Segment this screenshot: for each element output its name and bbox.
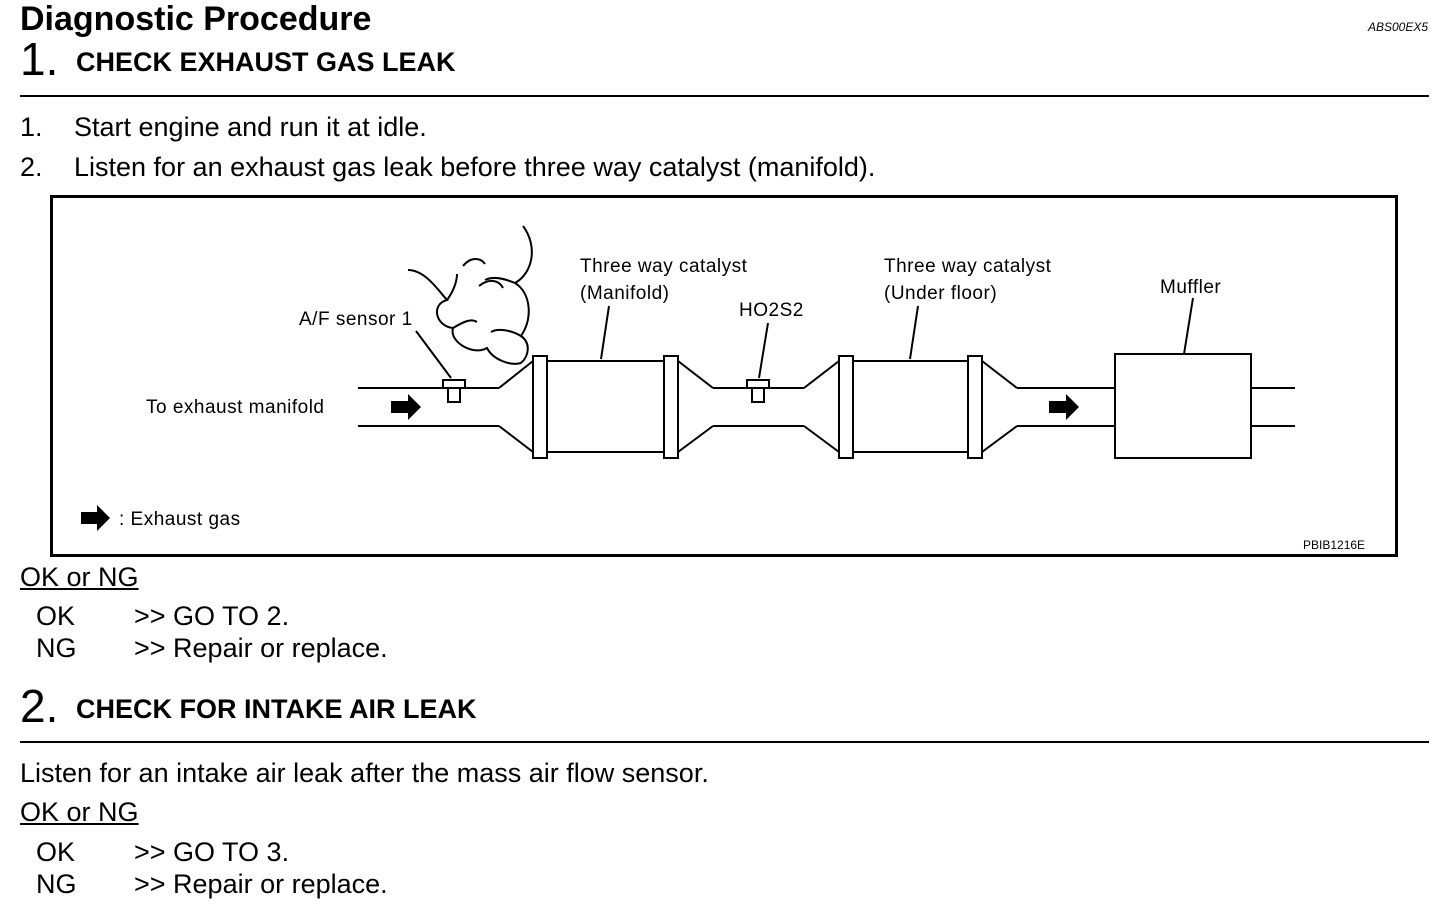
step-2-instruction: Listen for an intake air leak after the … (20, 758, 709, 788)
step-1-result-ok-value: >> GO TO 2. (134, 601, 290, 631)
figure-code: PBIB1216E (1303, 538, 1365, 552)
section-divider (20, 741, 1429, 743)
to-exhaust-manifold-label: To exhaust manifold (146, 397, 325, 418)
instruction-2-number: 2. (20, 152, 43, 182)
muffler-label: Muffler (1160, 277, 1221, 298)
twc-manifold-label-line2: (Manifold) (580, 283, 669, 304)
twc-under-floor-label-line1: Three way catalyst (884, 256, 1052, 277)
twc-manifold-label-line1: Three way catalyst (580, 256, 748, 277)
step-2-result-ng-value: >> Repair or replace. (134, 869, 388, 899)
instruction-1-number: 1. (20, 112, 43, 142)
page-title: Diagnostic Procedure (20, 0, 372, 38)
ho2s2-label: HO2S2 (739, 300, 804, 321)
step-2-ok-or-ng-heading: OK or NG (20, 797, 139, 827)
section-divider (20, 95, 1429, 97)
step-2-number: 2. (20, 680, 59, 732)
step-2-result-ok-key: OK (36, 837, 76, 867)
step-2-result-ok-value: >> GO TO 3. (134, 837, 290, 867)
document-code: ABS00EX5 (1367, 20, 1428, 34)
step-1-number: 1. (20, 33, 59, 85)
af-sensor-label: A/F sensor 1 (299, 309, 413, 330)
step-1-result-ng-key: NG (36, 633, 77, 663)
instruction-1-text: Start engine and run it at idle. (74, 112, 427, 142)
step-2-label: CHECK FOR INTAKE AIR LEAK (76, 694, 477, 724)
twc-under-floor-label-line2: (Under floor) (884, 283, 997, 304)
step-2-heading: 2. CHECK FOR INTAKE AIR LEAK (20, 679, 820, 729)
step-2-result-ng-key: NG (36, 869, 77, 899)
step-1-result-ng-value: >> Repair or replace. (134, 633, 388, 663)
step-1-label: CHECK EXHAUST GAS LEAK (76, 47, 456, 77)
step-1-result-ok-key: OK (36, 601, 76, 631)
legend-exhaust-gas-label: : Exhaust gas (119, 509, 241, 530)
exhaust-system-diagram: A/F sensor 1 To exhaust manifold Three w… (50, 195, 1398, 557)
step-1-heading: 1. CHECK EXHAUST GAS LEAK (20, 32, 820, 82)
step-1-ok-or-ng-heading: OK or NG (20, 562, 139, 592)
instruction-2-text: Listen for an exhaust gas leak before th… (74, 152, 876, 182)
